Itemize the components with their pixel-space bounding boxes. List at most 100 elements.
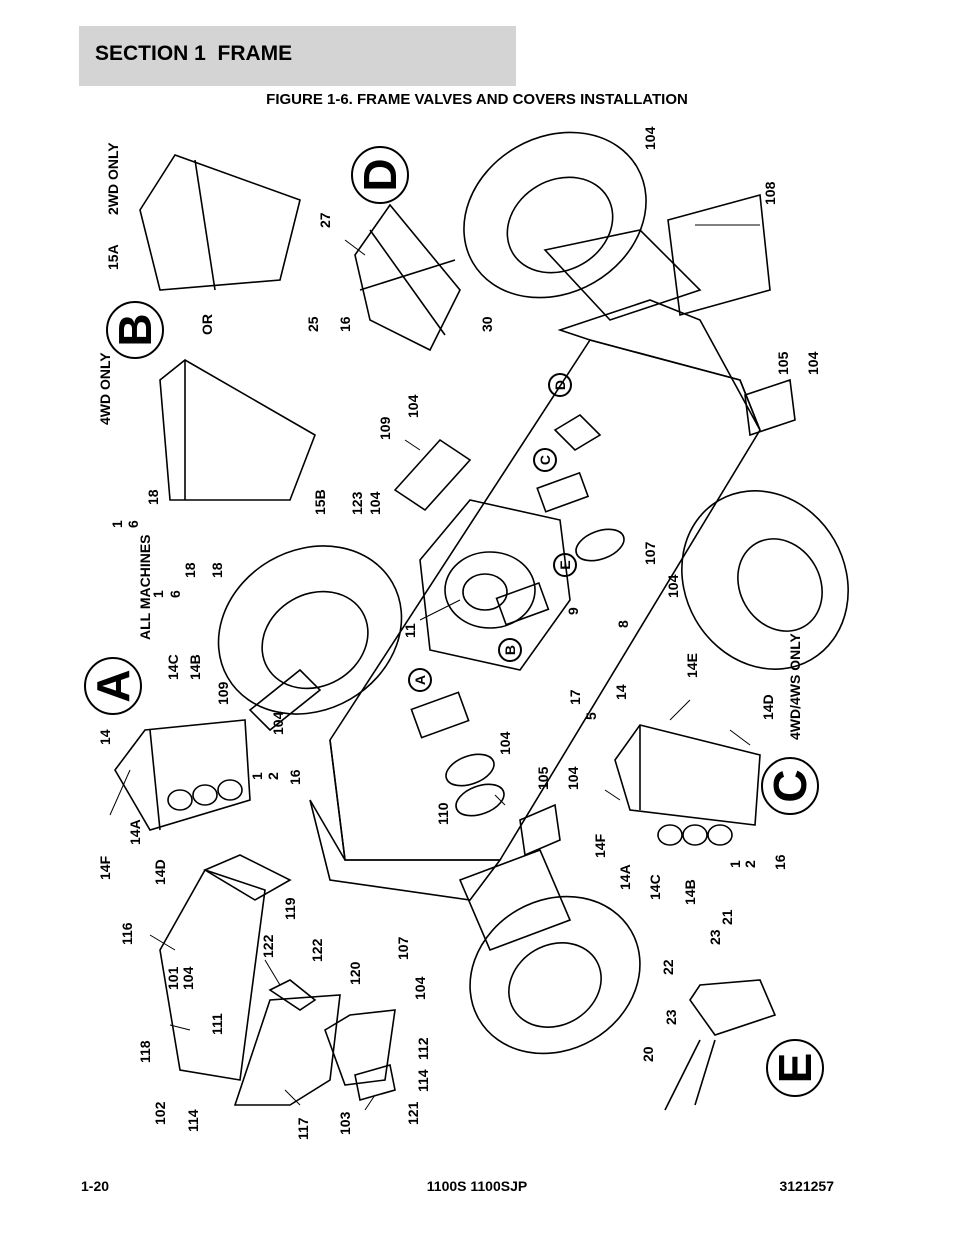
label-1-a: 1 [249,772,265,780]
valve-block-c-installed [536,471,590,513]
page-number: 1-20 [81,1178,110,1194]
label-104-a: 104 [270,711,286,735]
tire-rear-left-inner [506,176,614,274]
label-14c: 14C [165,654,181,680]
label-14-a: 14 [97,729,113,745]
label-1-c: 1 [727,860,743,868]
label-22: 22 [660,959,676,975]
frame-letter-d: D [552,380,568,390]
cover-plate-109-upper [393,438,472,512]
label-14a-c: 14A [617,864,633,890]
label-120: 120 [347,961,363,985]
label-112: 112 [415,1037,431,1060]
label-104-r2: 104 [665,574,681,598]
label-105-m: 105 [535,766,551,790]
detail-letter-c: C [764,769,816,802]
label-104-c: 104 [367,491,383,515]
label-11: 11 [402,623,418,638]
tire-rear-right [681,490,849,670]
bracket-121 [354,1063,396,1102]
cover-plate-109-lower [248,668,322,732]
label-17: 17 [567,689,583,705]
label-104-top: 104 [642,126,658,150]
valve-detail-c [614,724,761,826]
label-14d-a: 14D [152,859,168,885]
label-104-f2: 104 [412,976,428,1000]
valve-block-a-installed [410,691,470,739]
label-18-b3: 18 [209,562,225,578]
label-116: 116 [119,922,135,945]
label-30: 30 [479,316,495,332]
label-16-c: 16 [772,854,788,870]
label-14e: 14E [684,653,700,678]
valve-15b [159,359,316,501]
label-104-m2: 104 [565,766,581,790]
label-105-r: 105 [775,351,791,375]
label-108: 108 [762,181,778,205]
label-14b-c: 14B [682,879,698,905]
round-cover-110-a [445,753,495,787]
label-117: 117 [295,1117,311,1140]
label-1-b2: 1 [150,590,166,598]
tire-rear-left [463,131,647,299]
label-114-l: 114 [185,1109,201,1132]
label-21: 21 [719,909,735,925]
label-122-b: 122 [309,938,325,962]
label-121: 121 [405,1101,421,1125]
label-27: 27 [317,212,333,228]
frame-front-section [309,799,502,901]
label-16-d: 16 [337,316,353,332]
label-4wd-4ws: 4WD/4WS ONLY [787,633,803,740]
valve-block-b-installed [495,581,550,626]
detail-letter-b: B [109,313,161,346]
label-104-f: 104 [180,966,196,990]
label-109-b: 109 [377,416,393,440]
label-102: 102 [152,1101,168,1125]
label-4wd-only-a: 4WD ONLY [97,352,113,425]
label-18-b: 18 [145,489,161,505]
label-all-machines: ALL MACHINES [137,534,153,640]
front-axle [458,848,572,952]
tire-front-left [217,545,403,715]
label-14f-c: 14F [592,833,608,858]
label-14b: 14B [187,654,203,680]
label-1-b: 1 [109,520,125,528]
label-111: 111 [209,1013,225,1035]
valve-detail-a [114,719,251,831]
detail-letter-a: A [87,669,139,702]
label-23-e2: 23 [663,1009,679,1025]
cover-116-118 [159,869,266,1081]
cover-117 [233,994,341,1106]
label-123: 123 [349,491,365,515]
valve-15a [139,154,301,291]
label-20: 20 [640,1046,656,1062]
cover-120 [324,1009,396,1086]
label-119: 119 [282,897,298,920]
model-number: 1100S 1100SJP [426,1178,528,1194]
detail-d-plate [354,203,461,352]
section-title: SECTION 1 FRAME [95,42,293,65]
exploded-parts-drawing: A B D C E A B C E D ALL MACHINES 14C 14B… [84,126,849,1140]
label-109-a: 109 [215,681,231,705]
label-14a-a: 14A [127,819,143,845]
cover-d-installed [553,413,602,452]
label-14f-a: 14F [97,855,113,880]
frame-letter-c: C [537,455,553,465]
panel-119 [203,854,292,901]
label-107-r: 107 [642,541,658,565]
frame-letter-e: E [557,560,573,569]
label-14c-c: 14C [647,874,663,900]
round-cover-110-b [455,783,505,817]
label-2wd-only: 2WD ONLY [105,142,121,215]
label-104-b: 104 [405,394,421,418]
label-101: 101 [165,966,181,990]
detail-letter-d: D [354,158,406,191]
valve-detail-e [689,979,777,1036]
tire-front-right-inner [508,942,602,1028]
label-25: 25 [305,316,321,332]
label-15b: 15B [312,489,328,515]
turntable-plate [419,499,571,671]
frame-rear-section [557,299,761,431]
frame-letter-a: A [412,675,428,685]
callout-labels: ALL MACHINES 14C 14B 14 109 104 1 2 16 1… [97,126,821,1140]
